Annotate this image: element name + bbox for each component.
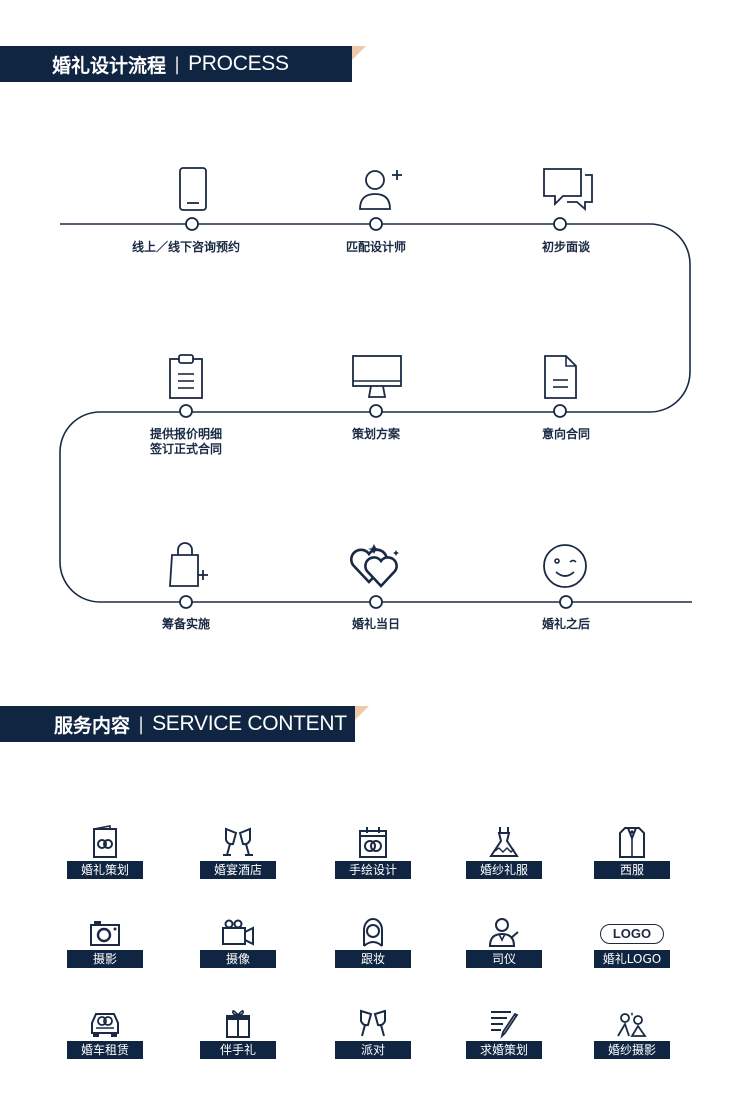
step-label-intent-contract: 意向合同 (541, 427, 590, 441)
phone-icon (179, 167, 207, 211)
calendar-rings-icon (359, 827, 387, 858)
clipboard-icon (169, 354, 203, 399)
timeline-node (179, 595, 193, 609)
service-item-videography: 摄像 (193, 912, 283, 968)
rings-book-icon (93, 825, 117, 858)
party-glasses-icon (360, 1009, 386, 1037)
timeline-node (559, 595, 573, 609)
monitor-icon (352, 355, 402, 398)
banner-fold-corner (355, 706, 369, 720)
chat-bubbles-icon (543, 168, 593, 211)
process-title-separator: | (174, 53, 181, 75)
service-label: 派对 (335, 1041, 411, 1059)
service-item-banquet-hotel: 婚宴酒店 (193, 823, 283, 879)
service-item-party: 派对 (328, 1003, 418, 1059)
service-item-proposal: 求婚策划 (459, 1003, 549, 1059)
service-item-wedding-car: 婚车租赁 (60, 1003, 150, 1059)
service-label: 婚车租赁 (67, 1041, 143, 1059)
service-label: 婚纱礼服 (466, 861, 542, 879)
service-item-suit: 西服 (587, 823, 677, 879)
process-banner: 婚礼设计流程 | PROCESS (0, 46, 366, 82)
service-label: 跟妆 (335, 950, 411, 968)
service-item-wedding-planning: 婚礼策划 (60, 823, 150, 879)
service-item-wedding-dress: 婚纱礼服 (459, 823, 549, 879)
service-label: 婚礼LOGO (594, 950, 670, 968)
timeline-node (369, 595, 383, 609)
process-title-zh: 婚礼设计流程 (52, 54, 167, 77)
service-label: 西服 (594, 861, 670, 879)
host-icon (488, 918, 519, 947)
service-label: 求婚策划 (466, 1041, 542, 1059)
logo-badge-icon: LOGO (599, 924, 665, 944)
step-label-after-wedding: 婚礼之后 (541, 617, 590, 631)
step-label-quote-contract: 提供报价明细 签订正式合同 (149, 427, 222, 456)
timeline-node (185, 217, 199, 231)
service-item-wedding-photo: 婚纱摄影 (587, 1003, 677, 1059)
service-item-photography: 摄影 (60, 912, 150, 968)
service-label: 婚宴酒店 (200, 861, 276, 879)
video-camera-icon (222, 919, 254, 946)
process-title-en: PROCESS (188, 52, 289, 75)
service-item-host: 司仪 (459, 912, 549, 968)
banner-fold-corner (352, 46, 366, 60)
camera-icon (90, 921, 120, 946)
step-label-plan: 策划方案 (351, 427, 400, 441)
shopping-bag-icon (169, 542, 208, 587)
step-label-wedding-day: 婚礼当日 (351, 617, 400, 631)
service-label: 摄影 (67, 950, 143, 968)
service-title-zh: 服务内容 (54, 714, 131, 737)
service-label: 摄像 (200, 950, 276, 968)
service-item-makeup: 跟妆 (328, 912, 418, 968)
step-label-prepare: 筹备实施 (161, 617, 210, 631)
service-label: 司仪 (466, 950, 542, 968)
service-banner: 服务内容 | SERVICE CONTENT (0, 706, 369, 742)
service-item-hand-drawn-design: 手绘设计 (328, 823, 418, 879)
service-label: 婚礼策划 (67, 861, 143, 879)
double-heart-icon (350, 544, 399, 588)
process-timeline (59, 217, 692, 609)
wedding-car-icon (91, 1013, 119, 1037)
proposal-note-icon (491, 1011, 519, 1039)
timeline-node (179, 404, 193, 418)
timeline-node (369, 217, 383, 231)
document-icon (544, 355, 577, 399)
service-title-en: SERVICE CONTENT (152, 712, 347, 735)
service-label: 伴手礼 (200, 1041, 276, 1059)
couple-photo-icon (617, 1012, 647, 1037)
timeline-node (369, 404, 383, 418)
add-user-icon (359, 170, 402, 210)
wedding-dress-icon (489, 827, 519, 857)
service-item-gift: 伴手礼 (193, 1003, 283, 1059)
suit-icon (619, 827, 645, 858)
step-label-first-meeting: 初步面谈 (541, 240, 590, 254)
timeline-node (553, 404, 567, 418)
smiley-icon (543, 544, 587, 588)
service-label: 手绘设计 (335, 861, 411, 879)
step-label-consult: 线上／线下咨询预约 (131, 240, 240, 254)
makeup-woman-icon (363, 918, 383, 947)
toast-glasses-icon (223, 827, 253, 856)
service-item-wedding-logo: LOGO 婚礼LOGO (587, 912, 677, 968)
step-label-match-designer: 匹配设计师 (345, 240, 406, 254)
service-label: 婚纱摄影 (594, 1041, 670, 1059)
timeline-node (553, 217, 567, 231)
service-title-separator: | (138, 713, 145, 735)
gift-box-icon (226, 1010, 250, 1038)
